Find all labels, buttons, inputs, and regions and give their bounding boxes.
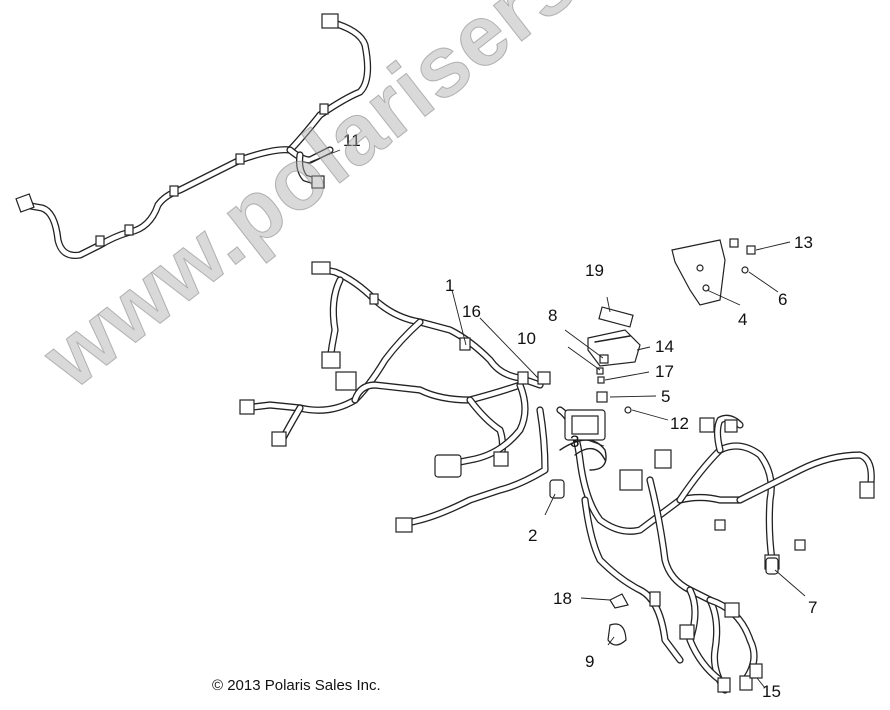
callout-4: 4 [738,310,747,329]
central-harness-3 [556,406,875,694]
connector-16 [537,371,551,385]
rear-harness-11 [15,13,372,260]
clip-18 [609,593,629,609]
callout-19: 19 [585,261,604,280]
main-harness-1 [239,261,549,533]
callout-15: 15 [762,682,781,701]
relay-5 [596,391,608,403]
callout-9: 9 [585,652,594,671]
relay-8 [599,354,609,364]
fastener-6 [741,266,749,274]
grommet-2 [549,479,565,499]
fuse-block-19 [598,306,634,328]
callout-1: 1 [445,276,454,295]
callout-14: 14 [655,337,674,356]
callout-labels: 1 2 3 4 5 6 7 8 9 10 11 12 13 14 15 16 1… [343,131,817,701]
callout-16: 16 [462,302,481,321]
copyright-text: © 2013 Polaris Sales Inc. [212,677,381,694]
callout-10: 10 [517,329,536,348]
callout-8: 8 [548,306,557,325]
relay-box-14 [587,329,641,367]
callout-11: 11 [343,131,361,150]
callout-7: 7 [808,598,817,617]
connector-15 [749,663,763,679]
relay-10 [596,367,604,375]
callout-6: 6 [778,290,787,309]
screw-12 [624,406,632,414]
callout-17: 17 [655,362,674,381]
callout-18: 18 [553,589,572,608]
bracket-4 [671,239,726,306]
callout-5: 5 [661,387,670,406]
clip-9 [607,623,627,646]
relay-17 [597,376,605,384]
callout-2: 2 [528,526,537,545]
callout-13: 13 [794,233,813,252]
callout-12: 12 [670,414,689,433]
fastener-13 [729,238,756,255]
callout-3: 3 [570,432,579,451]
leader-lines [309,149,806,689]
